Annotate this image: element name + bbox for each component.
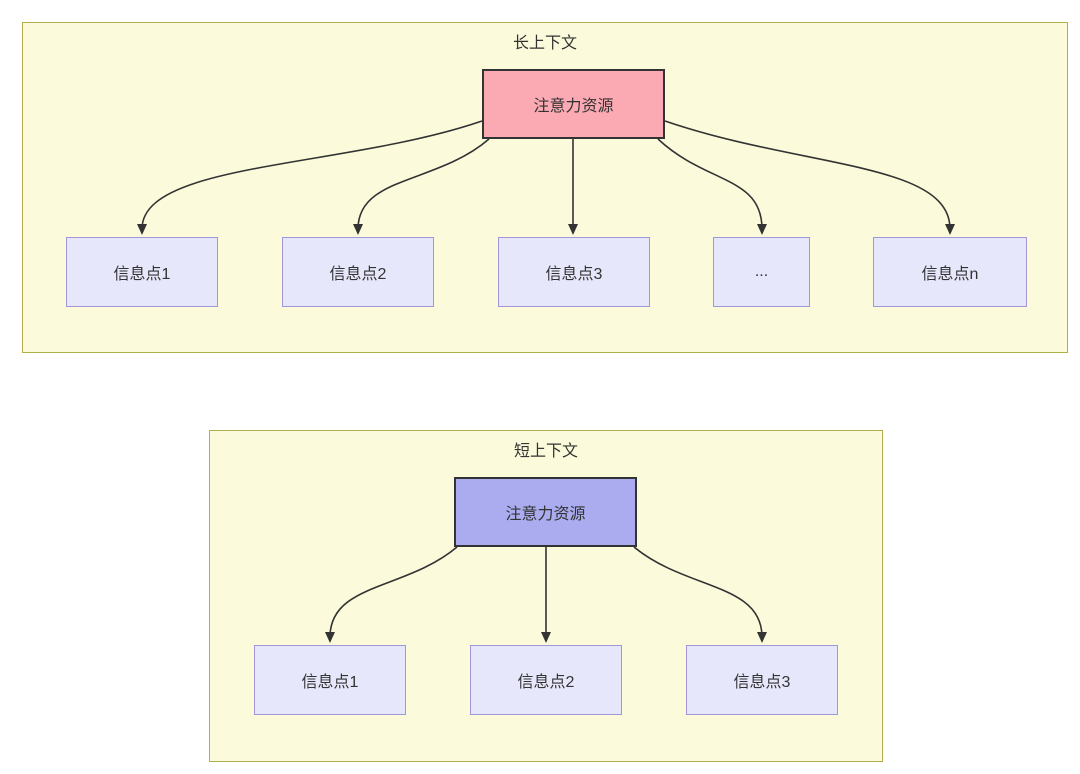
info-node-label: 信息点1: [301, 674, 359, 691]
info-node-long-ellipsis: ...: [713, 237, 810, 307]
info-node-label: 信息点n: [921, 266, 979, 283]
attention-resource-label: 注意力资源: [533, 98, 614, 115]
info-node-long-1: 信息点1: [66, 237, 218, 307]
group-title-short: 短上下文: [513, 443, 578, 460]
info-node-label: ...: [754, 263, 769, 280]
info-node-label: 信息点3: [733, 674, 791, 691]
attention-resource-label: 注意力资源: [505, 506, 586, 523]
info-node-short-3: 信息点3: [686, 645, 838, 715]
group-title-long: 长上下文: [512, 35, 577, 52]
info-node-label: 信息点2: [329, 266, 387, 283]
attention-resource-node-short: 注意力资源: [454, 477, 637, 547]
info-node-label: 信息点2: [517, 674, 575, 691]
info-node-long-n: 信息点n: [873, 237, 1027, 307]
info-node-long-2: 信息点2: [282, 237, 434, 307]
info-node-label: 信息点3: [545, 266, 603, 283]
info-node-short-1: 信息点1: [254, 645, 406, 715]
info-node-short-2: 信息点2: [470, 645, 622, 715]
info-node-long-3: 信息点3: [498, 237, 650, 307]
info-node-label: 信息点1: [113, 266, 171, 283]
attention-resource-node-long: 注意力资源: [482, 69, 665, 139]
